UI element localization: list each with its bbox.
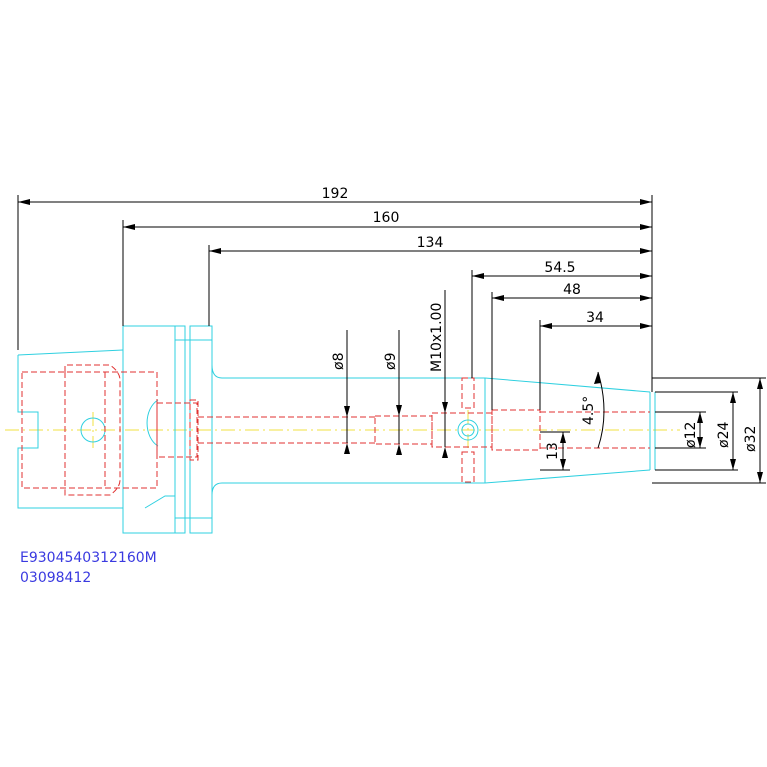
part-code-line1: E9304540312160M: [20, 550, 157, 566]
dimension-lines: [17, 195, 766, 484]
hidden-lines: [21, 364, 650, 496]
part-outline: [17, 325, 656, 534]
dim-dia-12: ø12: [683, 422, 699, 448]
dim-dia-32: ø32: [743, 426, 759, 452]
dim-160: 160: [373, 210, 400, 226]
dim-48: 48: [563, 282, 581, 298]
dim-54-5: 54.5: [544, 260, 575, 276]
dim-angle: 4.5°: [581, 396, 597, 425]
dim-thread: M10x1.00: [429, 303, 445, 372]
dim-34: 34: [586, 310, 604, 326]
part-code-line2: 03098412: [20, 570, 91, 586]
dim-dia-9: ø9: [383, 353, 399, 370]
dim-dia-24: ø24: [716, 422, 732, 448]
dim-dia-8: ø8: [331, 353, 347, 370]
dim-134: 134: [417, 235, 444, 251]
dim-192: 192: [322, 186, 349, 202]
dim-13: 13: [545, 442, 561, 460]
